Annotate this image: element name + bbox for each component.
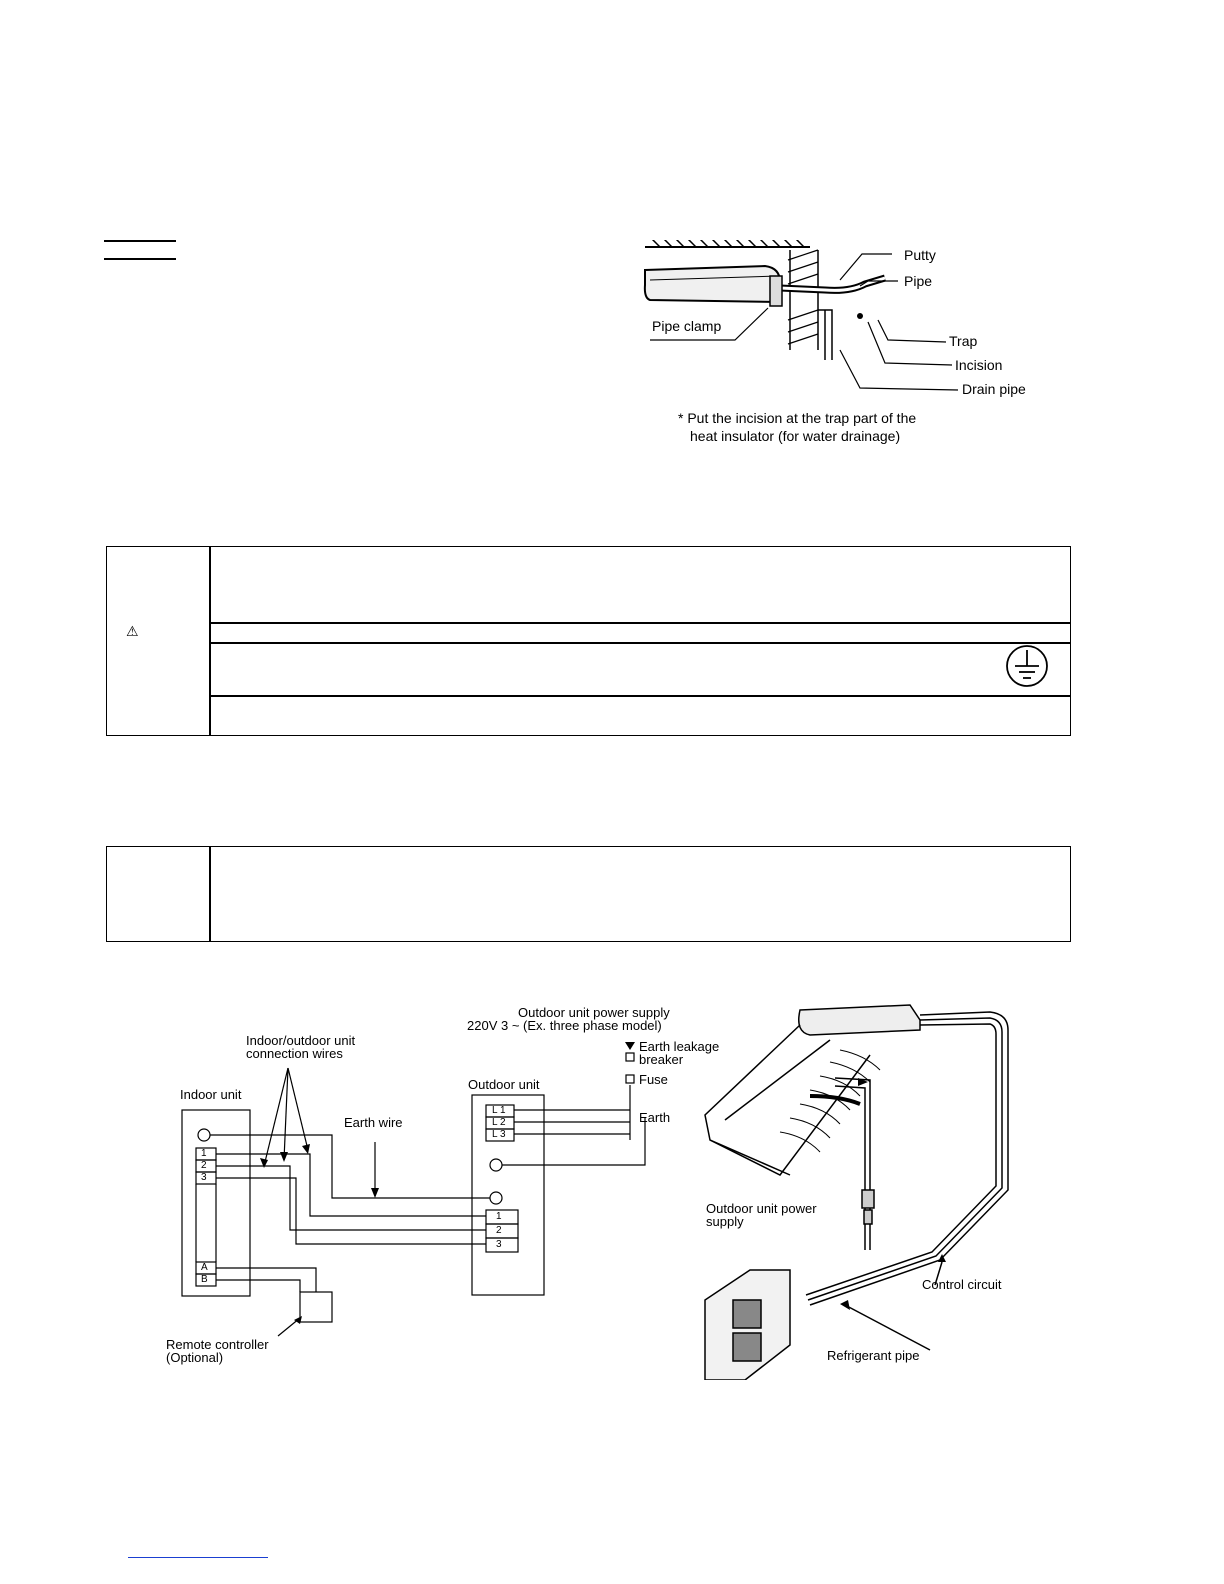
connection-wires-label-1: Indoor/outdoor unit [246, 1033, 356, 1048]
heading-underline-1 [104, 240, 176, 242]
fuse-label: Fuse [639, 1072, 668, 1087]
indoor-terminal-1: 1 [201, 1148, 207, 1159]
warning-table-row-line [209, 695, 1071, 697]
earth-leakage-label-1: Earth leakage [639, 1039, 720, 1054]
indoor-terminal-2: 2 [201, 1160, 207, 1171]
outdoor-unit-label: Outdoor unit [468, 1077, 540, 1092]
remote-terminal-b: B [201, 1274, 208, 1285]
figure-note-line-2: heat insulator (for water drainage) [690, 428, 901, 444]
refrigerant-pipe-label: Refrigerant pipe [827, 1348, 920, 1363]
caution-table [106, 846, 1071, 942]
connection-wires-label-2: connection wires [246, 1046, 343, 1061]
warning-table-divider [209, 546, 211, 736]
earth-leakage-label-2: breaker [639, 1052, 684, 1067]
outdoor-terminal-l3: L 3 [492, 1129, 506, 1140]
warning-table-row-line [209, 642, 1071, 644]
label-drain-pipe: Drain pipe [962, 381, 1026, 397]
label-pipe: Pipe [904, 273, 933, 289]
warning-icon: ⚠ [126, 624, 139, 640]
warning-table-row-line [209, 622, 1071, 624]
control-circuit-label: Control circuit [922, 1277, 1002, 1292]
outdoor-terminal-l1: L 1 [492, 1105, 506, 1116]
outdoor-conn-terminal-2: 2 [496, 1225, 502, 1236]
protective-earth-icon [1006, 645, 1048, 687]
wiring-diagram [181, 1042, 646, 1337]
footer-link-underline [128, 1557, 268, 1558]
outdoor-supply-label-2: 220V 3 ~ (Ex. three phase model) [467, 1018, 662, 1033]
label-pipe-clamp: Pipe clamp [652, 318, 722, 334]
outdoor-conn-terminal-1: 1 [496, 1211, 502, 1222]
label-trap: Trap [949, 333, 978, 349]
pipe-trap-figure [643, 240, 959, 391]
outdoor-power-supply-label-1: Outdoor unit power [706, 1201, 817, 1216]
indoor-terminal-3: 3 [201, 1172, 207, 1183]
warning-table [106, 546, 1071, 736]
outdoor-power-supply-label-2: supply [706, 1214, 744, 1229]
indoor-unit-label: Indoor unit [180, 1087, 242, 1102]
outdoor-terminal-l2: L 2 [492, 1117, 506, 1128]
heading-underline-2 [104, 258, 176, 260]
installation-illustration [704, 1004, 1009, 1380]
outdoor-supply-label-1: Outdoor unit power supply [518, 1005, 670, 1020]
earth-wire-label: Earth wire [344, 1115, 403, 1130]
label-incision: Incision [955, 357, 1003, 373]
remote-terminal-a: A [201, 1262, 208, 1273]
remote-controller-label-1: Remote controller [166, 1337, 269, 1352]
remote-controller-label-2: (Optional) [166, 1350, 224, 1365]
caution-table-divider [209, 846, 211, 942]
earth-label: Earth [639, 1110, 671, 1125]
figure-note-line-1: * Put the incision at the trap part of t… [678, 410, 917, 426]
outdoor-conn-terminal-3: 3 [496, 1239, 502, 1250]
label-putty: Putty [904, 247, 936, 263]
